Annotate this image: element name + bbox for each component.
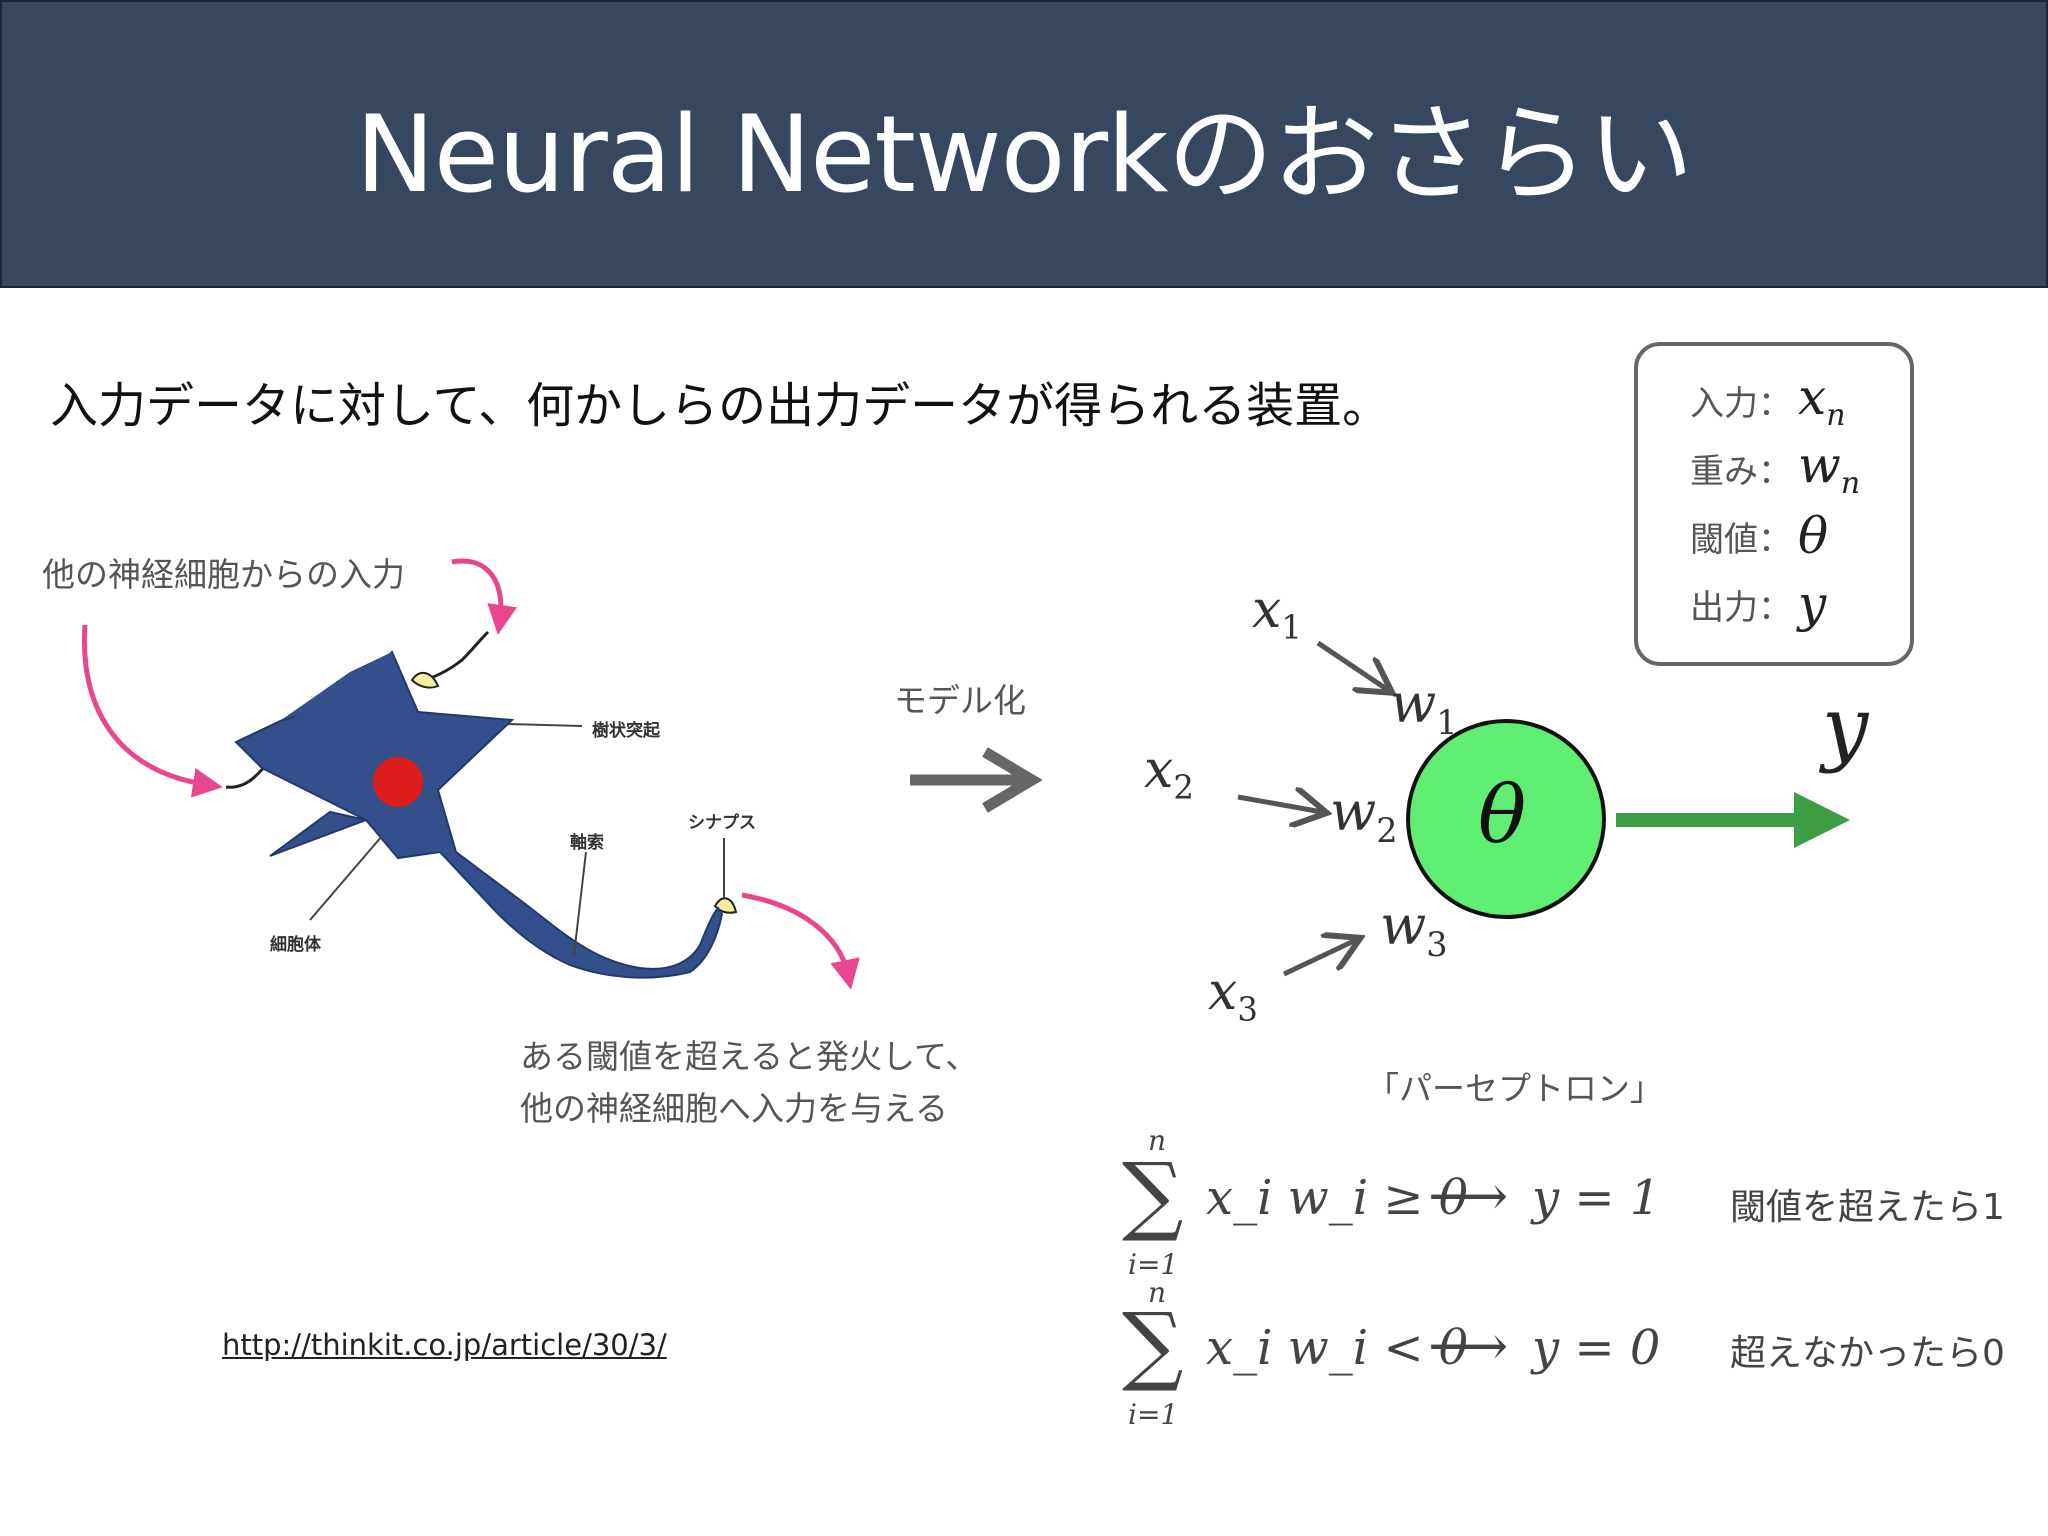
result-y-equals-0: y = 0 xyxy=(1532,1320,1661,1376)
input-arrow-top xyxy=(451,558,517,635)
input-arrow-2 xyxy=(1237,797,1322,812)
input-caption: 他の神経細胞からの入力 xyxy=(42,555,405,594)
sum-lower-2: i=1 xyxy=(1128,1398,1179,1431)
implies-arrow-2: ⟶ xyxy=(1428,1314,1509,1379)
sigma-symbol-1: ∑ xyxy=(1122,1145,1184,1245)
condition-lt: x_i w_i < θ xyxy=(1206,1320,1468,1376)
condition-ge: x_i w_i ≥ θ xyxy=(1206,1170,1468,1226)
symbol-legend: 入力： xn 重み： wn 閾値： θ 出力： y xyxy=(1634,342,1914,666)
implies-arrow-1: ⟶ xyxy=(1428,1164,1509,1229)
input-arrow-left xyxy=(81,624,223,798)
legend-row-input: 入力： xn xyxy=(1690,367,1846,433)
sum-upper-2: n xyxy=(1148,1276,1167,1309)
slide-subtitle: 入力データに対して、何かしらの出力データが得られる装置。 xyxy=(50,378,1391,434)
legend-label: 出力： xyxy=(1690,587,1792,628)
input-x3: x3 xyxy=(1208,962,1258,1029)
threshold-theta: θ xyxy=(1478,768,1527,861)
legend-symbol: θ xyxy=(1798,507,1829,565)
input-x2: x2 xyxy=(1144,740,1194,807)
legend-label: 入力： xyxy=(1690,383,1792,424)
sum-upper-1: n xyxy=(1148,1124,1167,1157)
note-not-exceeds: 超えなかったら0 xyxy=(1730,1333,2005,1374)
sigma-symbol-2: ∑ xyxy=(1122,1295,1184,1395)
input-arrow-1 xyxy=(1316,640,1388,690)
output-arrow xyxy=(1794,792,1850,848)
output-y: y xyxy=(1822,680,1869,775)
legend-symbol: wn xyxy=(1798,435,1861,501)
legend-symbol: xn xyxy=(1798,367,1846,433)
output-arrow-pink xyxy=(741,892,860,990)
legend-label: 重み： xyxy=(1690,451,1792,492)
label-axon: 軸索 xyxy=(570,833,604,853)
note-exceeds: 閾値を超えたら1 xyxy=(1730,1187,2005,1228)
model-label: モデル化 xyxy=(894,681,1026,720)
weight-w2: w2 xyxy=(1330,780,1398,850)
legend-row-threshold: 閾値： θ xyxy=(1690,506,1828,566)
input-x1: x1 xyxy=(1252,580,1302,647)
cell-body xyxy=(234,650,724,979)
legend-symbol: y xyxy=(1798,575,1827,633)
source-link[interactable]: http://thinkit.co.jp/article/30/3/ xyxy=(222,1328,667,1362)
label-cell-body: 細胞体 xyxy=(270,935,321,955)
label-dendrite: 樹状突起 xyxy=(592,721,660,741)
sum-lower-1: i=1 xyxy=(1128,1248,1179,1281)
fire-caption-line2: 他の神経細胞へ入力を与える xyxy=(520,1089,949,1128)
label-synapse: シナプス xyxy=(688,813,756,833)
title-banner: Neural Networkのおさらい xyxy=(0,0,2048,288)
legend-row-weight: 重み： wn xyxy=(1690,435,1861,501)
input-arrow-3 xyxy=(1282,940,1356,977)
legend-row-output: 出力： y xyxy=(1690,574,1826,634)
weight-w3: w3 xyxy=(1380,894,1448,964)
legend-label: 閾値： xyxy=(1690,519,1792,560)
perceptron-caption: 「パーセプトロン」 xyxy=(1366,1069,1663,1108)
fire-caption-line1: ある閾値を超えると発火して、 xyxy=(520,1037,979,1076)
weight-w1: w1 xyxy=(1390,672,1458,742)
cell-nucleus xyxy=(373,757,423,807)
threshold-node xyxy=(1406,719,1606,919)
slide-title: Neural Networkのおさらい xyxy=(355,93,1694,216)
result-y-equals-1: y = 1 xyxy=(1532,1170,1661,1226)
